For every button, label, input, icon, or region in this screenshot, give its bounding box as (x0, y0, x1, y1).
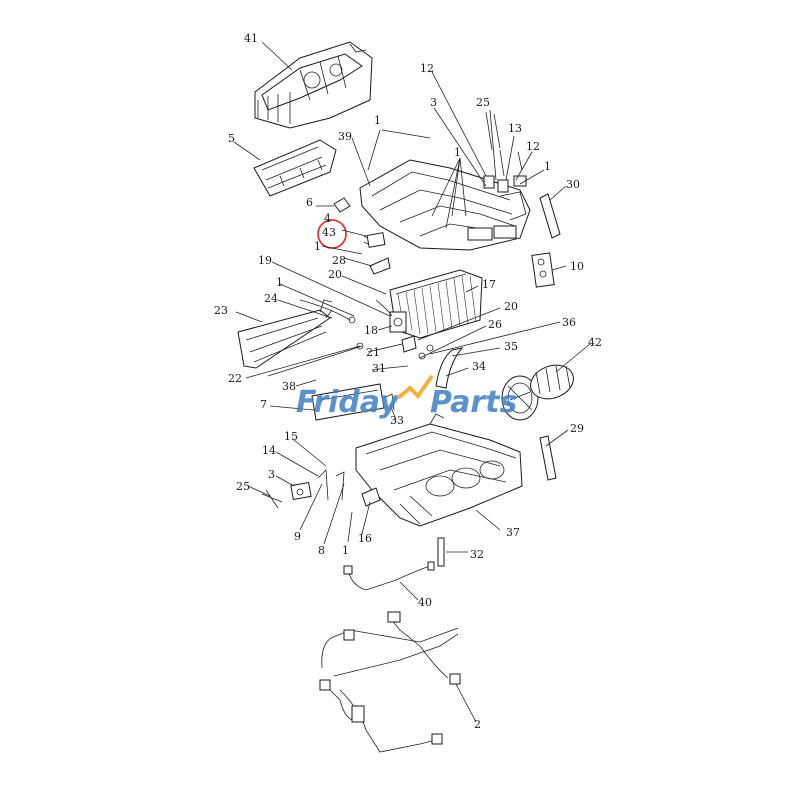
callout-24: 24 (264, 292, 278, 305)
callout-3b: 3 (268, 468, 275, 481)
callout-35: 35 (504, 340, 518, 353)
callout-12b: 12 (526, 140, 540, 153)
part-7-filter (311, 383, 385, 421)
part-40-harness (343, 561, 435, 591)
callout-13: 13 (508, 122, 522, 135)
part-43-module (363, 232, 386, 248)
callout-1c: 1 (454, 146, 461, 159)
part-25-link (261, 489, 283, 509)
callout-1a: 1 (544, 160, 551, 173)
callout-34: 34 (472, 360, 486, 373)
callout-38: 38 (282, 380, 296, 393)
watermark-text-2: Parts (430, 385, 517, 420)
part-3-actuator (290, 481, 312, 501)
part-30-bracket (539, 193, 561, 239)
part-28 (369, 257, 391, 275)
callout-19: 19 (258, 254, 272, 267)
callout-4: 4 (324, 212, 331, 225)
callout-12: 12 (420, 62, 434, 75)
part-26-clip (418, 344, 434, 360)
watermark-text-1: Friday (296, 385, 400, 420)
callout-21: 21 (366, 346, 380, 359)
part-17-core (389, 269, 483, 339)
part-22-pipe (267, 342, 364, 377)
part-5-cover (253, 139, 337, 197)
callout-2: 2 (474, 718, 481, 731)
part-21-bracket (401, 335, 417, 353)
part-37-lower-case (355, 413, 523, 527)
part-18-valve (375, 299, 407, 333)
callout-39: 39 (338, 130, 352, 143)
callout-9: 9 (294, 530, 301, 543)
part-10-panel (531, 252, 555, 288)
part-6-clip (333, 197, 351, 213)
part-8-link (335, 471, 345, 501)
callout-30: 30 (566, 178, 580, 191)
callout-36: 36 (562, 316, 576, 329)
part-41-housing (254, 41, 373, 129)
callout-20b: 20 (504, 300, 518, 313)
callout-7: 7 (260, 398, 267, 411)
part-39-upper-case (359, 159, 531, 251)
callout-23: 23 (214, 304, 228, 317)
callout-16: 16 (358, 532, 372, 545)
callout-17: 17 (482, 278, 496, 291)
callout-20a: 20 (328, 268, 342, 281)
check-icon (396, 374, 434, 400)
part-42-blower (501, 364, 574, 421)
callout-8: 8 (318, 544, 325, 557)
part-32 (437, 537, 445, 567)
callout-25b: 25 (236, 480, 250, 493)
part-34-hose (435, 347, 464, 389)
callout-28: 28 (332, 254, 346, 267)
sensor-cluster (483, 111, 527, 193)
callout-33: 33 (390, 414, 404, 427)
watermark-logo: Friday Parts (296, 374, 517, 420)
part-16-clip (361, 487, 381, 507)
callout-6: 6 (306, 196, 313, 209)
callout-5: 5 (228, 132, 235, 145)
callout-37: 37 (506, 526, 520, 539)
callout-15: 15 (284, 430, 298, 443)
part-2-main-harness (319, 611, 461, 753)
callout-3: 3 (430, 96, 437, 109)
callout-1d: 1 (314, 240, 321, 253)
callout-32: 32 (470, 548, 484, 561)
callout-1e: 1 (276, 276, 283, 289)
callout-1f: 1 (342, 544, 349, 557)
callout-labels: 41 12 3 25 13 12 1 5 39 1 1 30 6 4 43 1 … (214, 32, 602, 731)
callout-10: 10 (570, 260, 584, 273)
callout-40: 40 (418, 596, 432, 609)
callout-18: 18 (364, 324, 378, 337)
callout-31: 31 (372, 362, 386, 375)
callout-41: 41 (244, 32, 258, 45)
callout-42: 42 (588, 336, 602, 349)
part-31-screw (387, 365, 409, 369)
callout-22: 22 (228, 372, 242, 385)
callout-26: 26 (488, 318, 502, 331)
callout-25: 25 (476, 96, 490, 109)
leader-lines (233, 41, 591, 723)
part-9-link (317, 469, 329, 501)
callout-14: 14 (262, 444, 276, 457)
part-24-pipe (299, 299, 356, 324)
callout-43: 43 (322, 226, 336, 239)
callout-29: 29 (570, 422, 584, 435)
callout-1b: 1 (374, 114, 381, 127)
part-33 (383, 393, 395, 411)
part-29-bracket (539, 435, 557, 481)
